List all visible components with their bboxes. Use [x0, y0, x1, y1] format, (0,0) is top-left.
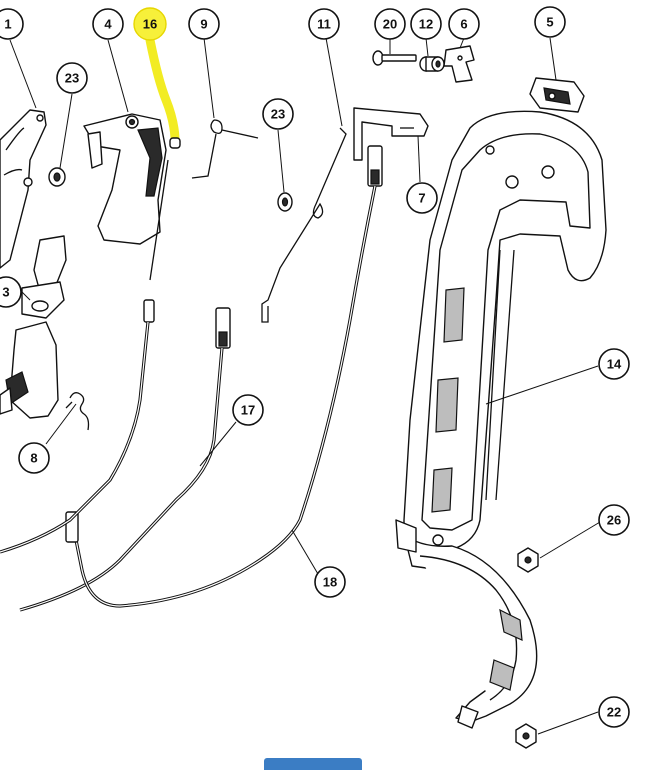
svg-text:16: 16: [143, 17, 157, 32]
svg-text:23: 23: [271, 107, 285, 122]
callout-22: 22: [598, 696, 630, 728]
part-22-nut[interactable]: [515, 723, 537, 749]
callout-8: 8: [18, 442, 50, 474]
part-23-washer-middle[interactable]: [277, 192, 293, 212]
callout-11: 11: [308, 8, 340, 40]
svg-text:22: 22: [607, 705, 621, 720]
part-4-trigger[interactable]: [83, 113, 167, 245]
part-1-bracket[interactable]: [0, 109, 47, 269]
part-9-torsion-spring[interactable]: [191, 119, 259, 179]
svg-text:8: 8: [30, 451, 37, 466]
svg-text:5: 5: [546, 15, 553, 30]
callout-9: 9: [188, 8, 220, 40]
callout-1: 1: [0, 8, 24, 40]
bottom-action-button[interactable]: [264, 758, 362, 770]
svg-text:6: 6: [460, 17, 467, 32]
part-11-rod[interactable]: [261, 127, 347, 323]
trigger-cable[interactable]: [0, 299, 155, 554]
part-8-spring[interactable]: [65, 392, 90, 431]
part-6-clip[interactable]: [443, 45, 475, 83]
svg-text:9: 9: [200, 17, 207, 32]
callout-18: 18: [314, 566, 346, 598]
svg-text:14: 14: [607, 357, 622, 372]
svg-text:7: 7: [418, 191, 425, 206]
callout-23-middle: 23: [262, 98, 294, 130]
callout-6: 6: [448, 8, 480, 40]
leader-lines: [9, 37, 601, 735]
part-20-screw[interactable]: [372, 50, 417, 66]
part-12-bushing[interactable]: [419, 56, 445, 72]
part-5-switch[interactable]: [529, 77, 585, 113]
callout-12: 12: [410, 8, 442, 40]
callout-7: 7: [406, 182, 438, 214]
part-16-pin[interactable]: [149, 137, 181, 281]
callout-3: 3: [0, 276, 22, 308]
callout-4: 4: [92, 8, 124, 40]
svg-text:20: 20: [383, 17, 397, 32]
svg-text:26: 26: [607, 513, 621, 528]
part-3-lever[interactable]: [0, 235, 67, 419]
callout-20: 20: [374, 8, 406, 40]
callout-26: 26: [598, 504, 630, 536]
callout-23-left: 23: [56, 62, 88, 94]
svg-text:1: 1: [4, 17, 11, 32]
svg-text:11: 11: [317, 17, 331, 32]
part-23-washer-left[interactable]: [48, 167, 66, 187]
part-17-cable[interactable]: [19, 307, 231, 612]
svg-text:3: 3: [2, 285, 9, 300]
part-14-handle-housing[interactable]: [395, 110, 607, 729]
svg-text:18: 18: [323, 575, 337, 590]
svg-text:17: 17: [241, 403, 255, 418]
callout-5: 5: [534, 6, 566, 38]
part-16-highlight-mark: [145, 35, 180, 143]
part-26-nut[interactable]: [517, 547, 539, 573]
svg-text:4: 4: [104, 17, 112, 32]
callout-17: 17: [232, 394, 264, 426]
svg-text:12: 12: [419, 17, 433, 32]
callout-16: 16: [133, 7, 167, 41]
part-7-bracket[interactable]: [353, 107, 429, 161]
svg-text:23: 23: [65, 71, 79, 86]
callout-14: 14: [598, 348, 630, 380]
part-18-cable[interactable]: [65, 145, 383, 608]
